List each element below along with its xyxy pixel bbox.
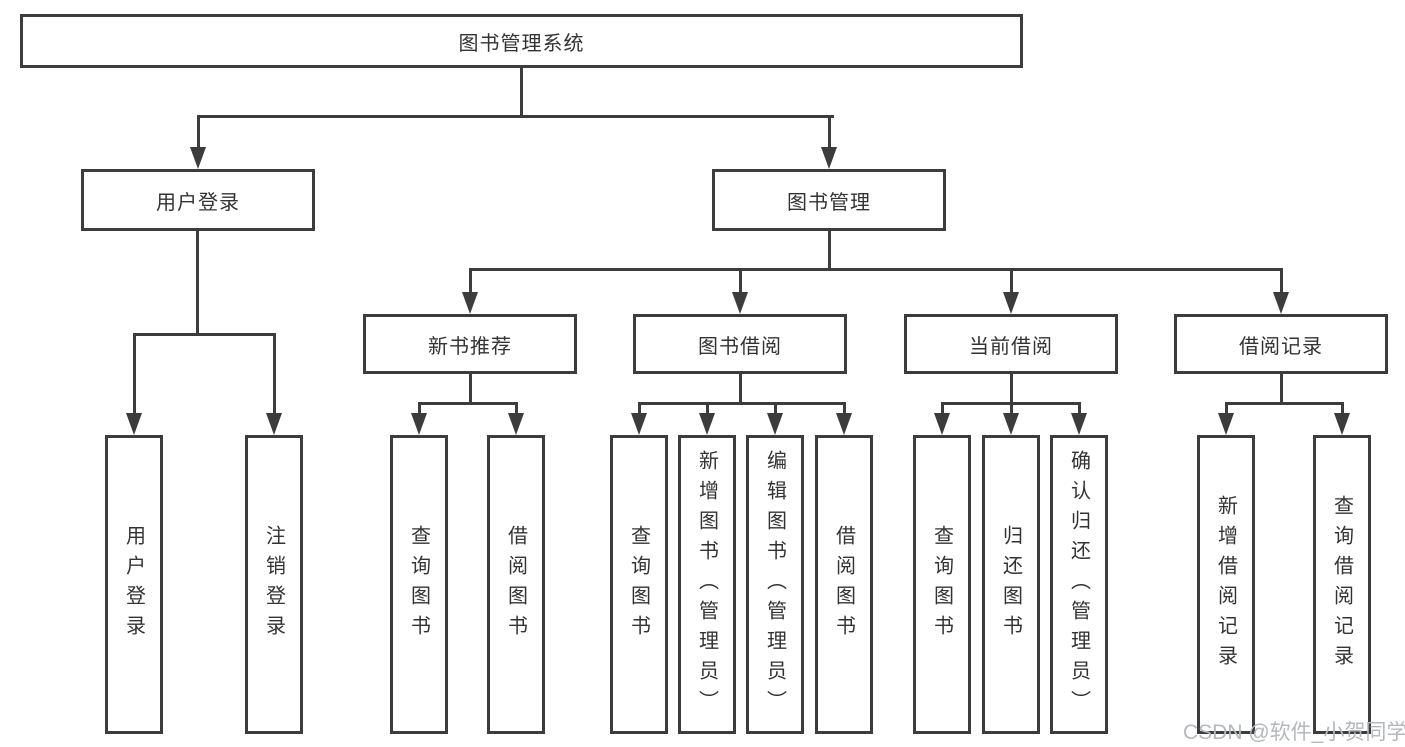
arrow-down-icon [767, 413, 783, 435]
leaf-label: 归还图书 [999, 524, 1022, 645]
arrow-down-icon [1003, 292, 1019, 314]
connector-line [469, 268, 1283, 271]
connector-line [1078, 402, 1081, 416]
node-current-borrow: 当前借阅 [904, 314, 1118, 374]
leaf-label: 新增借阅记录 [1214, 494, 1237, 675]
arrow-down-icon [821, 147, 837, 169]
leaf-query-borrow-record: 查询借阅记录 [1313, 435, 1371, 734]
arrow-down-icon [732, 292, 748, 314]
connector-line [843, 402, 846, 416]
connector-line [1010, 268, 1013, 296]
connector-line [739, 268, 742, 296]
connector-line [273, 333, 276, 415]
leaf-query-books-current: 查询图书 [913, 435, 971, 734]
connector-line [197, 115, 834, 118]
node-book-management: 图书管理 [712, 169, 946, 231]
connector-line [133, 333, 275, 336]
leaf-user-login: 用户登录 [105, 435, 163, 734]
connector-line [469, 268, 472, 296]
connector-line [133, 333, 136, 415]
connector-line [196, 231, 199, 336]
connector-line [1225, 402, 1228, 416]
connector-line [1280, 268, 1283, 296]
arrow-down-icon [1218, 413, 1234, 435]
leaf-label: 借阅图书 [504, 524, 527, 645]
leaf-borrow-books: 借阅图书 [815, 435, 873, 734]
connector-line [1225, 402, 1344, 405]
leaf-logout: 注销登录 [245, 435, 303, 734]
arrow-down-icon [462, 292, 478, 314]
leaf-label: 新增图书（管理员） [695, 449, 718, 720]
arrow-down-icon [190, 147, 206, 169]
node-new-book-recommend: 新书推荐 [363, 314, 577, 374]
leaf-borrow-books-recommend: 借阅图书 [487, 435, 545, 734]
connector-line [638, 402, 846, 405]
leaf-label: 确认归还（管理员） [1067, 449, 1090, 720]
leaf-add-borrow-record: 新增借阅记录 [1197, 435, 1255, 734]
leaf-label: 用户登录 [122, 524, 145, 645]
node-user-login: 用户登录 [81, 169, 315, 231]
node-label: 图书管理 [787, 191, 871, 214]
leaf-query-books-borrow: 查询图书 [610, 435, 668, 734]
leaf-label: 查询图书 [407, 524, 430, 645]
connector-line [941, 402, 944, 416]
arrow-down-icon [1071, 413, 1087, 435]
connector-line [197, 115, 200, 151]
csdn-watermark: CSDN @软件_小贺同学 [1183, 721, 1405, 744]
connector-line [520, 66, 523, 118]
node-label: 图书管理系统 [458, 32, 585, 55]
arrow-down-icon [631, 413, 647, 435]
leaf-label: 查询借阅记录 [1330, 494, 1353, 675]
arrow-down-icon [126, 413, 142, 435]
arrow-down-icon [836, 413, 852, 435]
leaf-return-books: 归还图书 [982, 435, 1040, 734]
connector-line [418, 402, 421, 416]
leaf-query-books-recommend: 查询图书 [390, 435, 448, 734]
node-label: 借阅记录 [1239, 335, 1323, 358]
connector-line [515, 402, 518, 416]
node-label: 用户登录 [156, 191, 240, 214]
node-library-system: 图书管理系统 [20, 14, 1023, 68]
leaf-label: 查询图书 [930, 524, 953, 645]
arrow-down-icon [508, 413, 524, 435]
node-borrow-records: 借阅记录 [1174, 314, 1388, 374]
arrow-down-icon [266, 413, 282, 435]
arrow-down-icon [411, 413, 427, 435]
connector-line [828, 231, 831, 271]
connector-line [469, 374, 472, 405]
arrow-down-icon [934, 413, 950, 435]
node-label: 当前借阅 [969, 335, 1053, 358]
connector-line [828, 115, 831, 151]
leaf-label: 注销登录 [262, 524, 285, 645]
connector-line [739, 374, 742, 405]
connector-line [1341, 402, 1344, 416]
leaf-add-books-admin: 新增图书（管理员） [678, 435, 736, 734]
arrow-down-icon [1334, 413, 1350, 435]
arrow-down-icon [1003, 413, 1019, 435]
node-book-borrow: 图书借阅 [633, 314, 847, 374]
node-label: 新书推荐 [428, 335, 512, 358]
leaf-label: 编辑图书（管理员） [763, 449, 786, 720]
connector-line [638, 402, 641, 416]
arrow-down-icon [1273, 292, 1289, 314]
arrow-down-icon [699, 413, 715, 435]
leaf-label: 借阅图书 [832, 524, 855, 645]
leaf-confirm-return-admin: 确认归还（管理员） [1050, 435, 1108, 734]
node-label: 图书借阅 [698, 335, 782, 358]
connector-line [1280, 374, 1283, 405]
connector-line [418, 402, 518, 405]
connector-line [774, 402, 777, 416]
connector-line [1010, 374, 1013, 405]
leaf-label: 查询图书 [627, 524, 650, 645]
connector-line [1010, 402, 1013, 416]
leaf-edit-books-admin: 编辑图书（管理员） [746, 435, 804, 734]
connector-line [706, 402, 709, 416]
